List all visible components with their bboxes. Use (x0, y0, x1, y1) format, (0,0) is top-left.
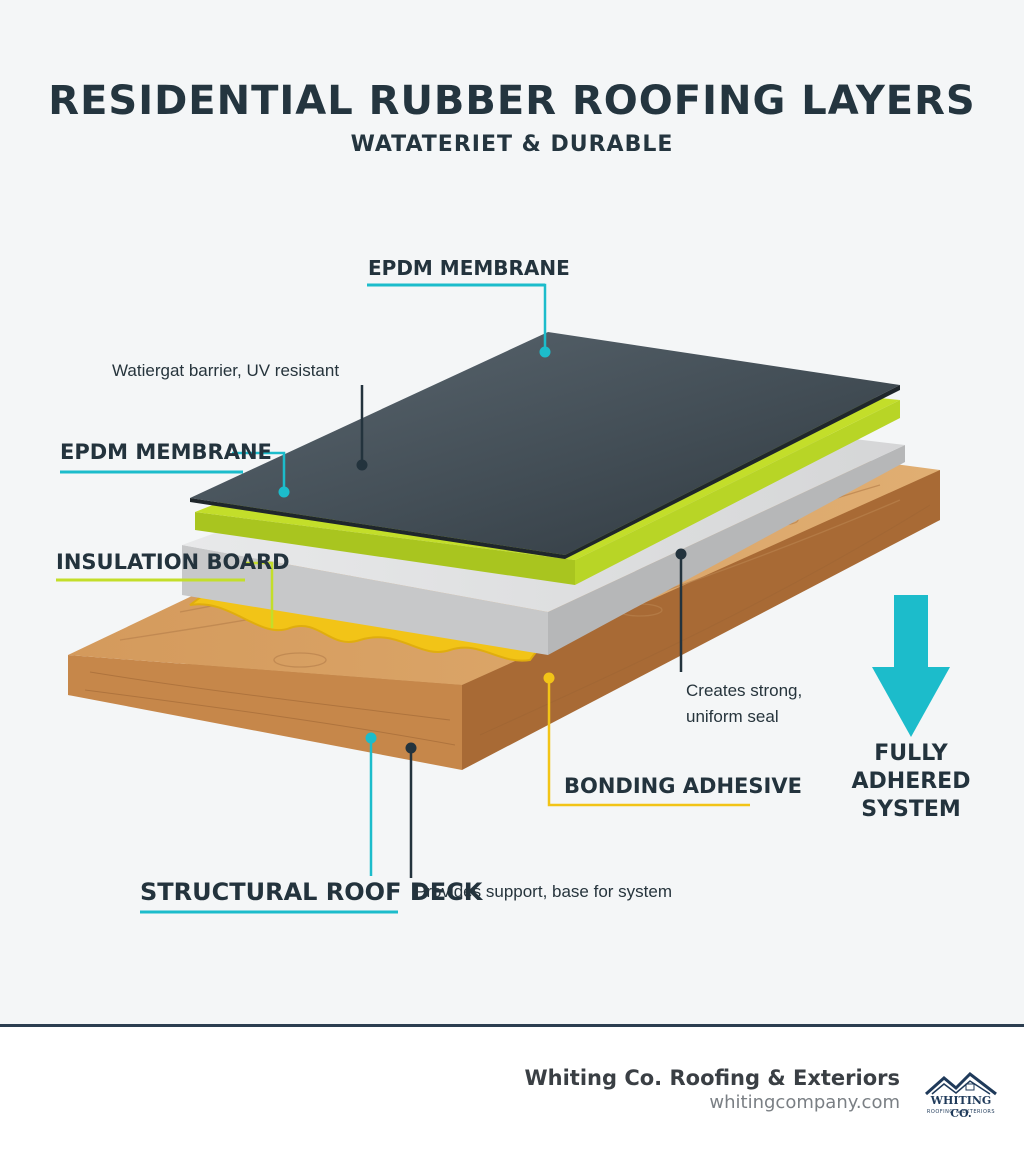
company-website[interactable]: whitingcompany.com (709, 1092, 900, 1113)
logo-tagline: ROOFING & EXTERIORS (926, 1109, 996, 1115)
arrow-label-line-1: FULLY (874, 741, 948, 766)
epdm-membrane-left-label: EPDM MEMBRANE (60, 440, 272, 464)
arrow-label-line-2: ADHERED (851, 769, 971, 794)
seal-description-line-1: Creates strong, (686, 681, 803, 700)
arrow-label-line-3: SYSTEM (861, 797, 961, 822)
footer (0, 1027, 1024, 1154)
company-name: Whiting Co. Roofing & Exteriors (524, 1066, 901, 1090)
callout-dots (278, 346, 687, 754)
epdm-membrane-top-label: EPDM MEMBRANE (368, 256, 570, 280)
house-roof-logo-icon (925, 1072, 997, 1096)
epdm-membrane-layer (190, 332, 900, 559)
seal-description-line-2: uniform seal (686, 707, 779, 726)
page-title: RESIDENTIAL RUBBER ROOFING LAYERS (48, 78, 976, 124)
layer-diagram (56, 283, 950, 914)
seal-description: Creates strong, uniform seal (686, 678, 802, 730)
insulation-board-label: INSULATION BOARD (56, 550, 290, 574)
callout-lines (56, 283, 750, 914)
barrier-description: Watiergat barrier, UV resistant (112, 361, 340, 380)
structural-roof-deck-label: STRUCTURAL ROOF DECK (140, 878, 483, 906)
fully-adhered-system-label: FULLY ADHERED SYSTEM (846, 740, 976, 824)
support-description: Provides support, base for system (415, 882, 673, 901)
footer-divider (0, 1024, 1024, 1027)
logo-name: WHITING CO. (930, 1094, 992, 1120)
down-arrow-icon (872, 595, 950, 737)
page-subtitle: WATATERIET & DURABLE (350, 132, 674, 157)
bonding-adhesive-label: BONDING ADHESIVE (564, 774, 802, 798)
